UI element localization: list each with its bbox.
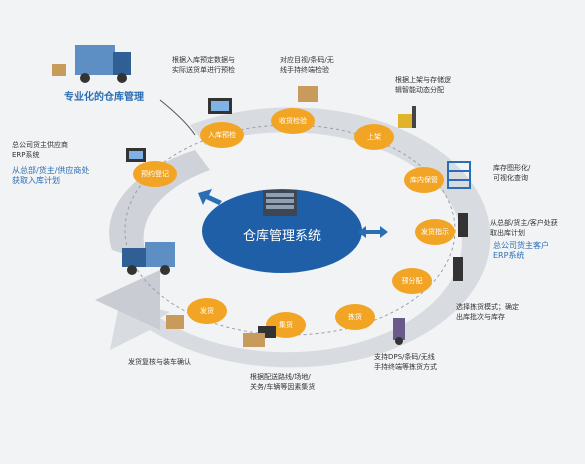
step-label-8: 集货 — [279, 321, 293, 329]
note-storage: 库存图形化/ 可视化查询 — [493, 164, 531, 182]
note-shipping: 发货复核与装车确认 — [128, 358, 191, 366]
step-circle-4 — [404, 167, 444, 193]
step-label-10: 预约登记 — [141, 170, 169, 178]
note-supplier-erp: 总公司货主供应商 ERP系统 — [12, 141, 68, 159]
step-circle-5 — [415, 219, 455, 245]
forklift-icon — [398, 106, 416, 128]
step-circle-9 — [187, 298, 227, 324]
note-precheck: 根据入库预定数据与 实际送货单进行预检 — [172, 56, 235, 74]
step-label-9: 发货 — [200, 307, 214, 315]
step-label-7: 拣货 — [348, 313, 362, 321]
note-receiving: 对应目视/条码/无 线手持终端检验 — [280, 56, 334, 74]
diagram-title: 专业化的仓库管理 — [64, 92, 144, 103]
truck-icon — [75, 45, 131, 83]
hand-truck-icon — [393, 318, 405, 345]
note-picking: 支持DPS/条码/无线 手持终端等拣货方式 — [374, 353, 437, 371]
note-putaway: 根据上架与存储逻 辑智能动态分配 — [395, 76, 451, 94]
step-circle-2 — [271, 108, 315, 134]
double-arrow-icon — [198, 189, 388, 238]
server-icon — [263, 190, 297, 216]
note-customer-erp: 总公司货主客户 ERP系统 — [493, 241, 549, 260]
step-label-6: 预分配 — [401, 277, 423, 285]
step-label-1: 入库预检 — [208, 131, 236, 139]
cart-icon — [243, 333, 265, 347]
ring-left-segment — [109, 150, 210, 262]
step-circle-3 — [354, 124, 394, 150]
center-ellipse — [202, 189, 362, 273]
server-icon-2 — [453, 213, 468, 281]
center-label: 仓库管理系统 — [242, 229, 321, 244]
truck-icon-2 — [122, 242, 175, 275]
step-label-4: 库内保管 — [410, 176, 438, 184]
note-outbound-plan: 从总部/货主/客户处获 取出库计划 — [490, 219, 558, 237]
note-preallocation: 选择拣货模式；确定 出库批次与库存 — [456, 303, 519, 321]
note-inbound-plan: 从总部/货主/供应商处 获取入库计划 — [12, 166, 90, 185]
step-circle-7 — [335, 304, 375, 330]
step-circle-6 — [392, 268, 432, 294]
box-stack-icon — [52, 64, 318, 329]
step-circles — [133, 108, 455, 338]
shelf-icon — [447, 161, 471, 189]
note-staging: 根据配送路线/场地/ 关务/车辆等因素集货 — [250, 373, 316, 391]
connector-line — [159, 99, 196, 136]
step-circle-10 — [133, 161, 177, 187]
step-label-2: 收货检验 — [279, 117, 307, 125]
step-label-3: 上架 — [367, 133, 381, 141]
step-circle-1 — [200, 122, 244, 148]
step-label-5: 发货指示 — [421, 228, 449, 236]
ring-arrowhead — [95, 270, 160, 330]
